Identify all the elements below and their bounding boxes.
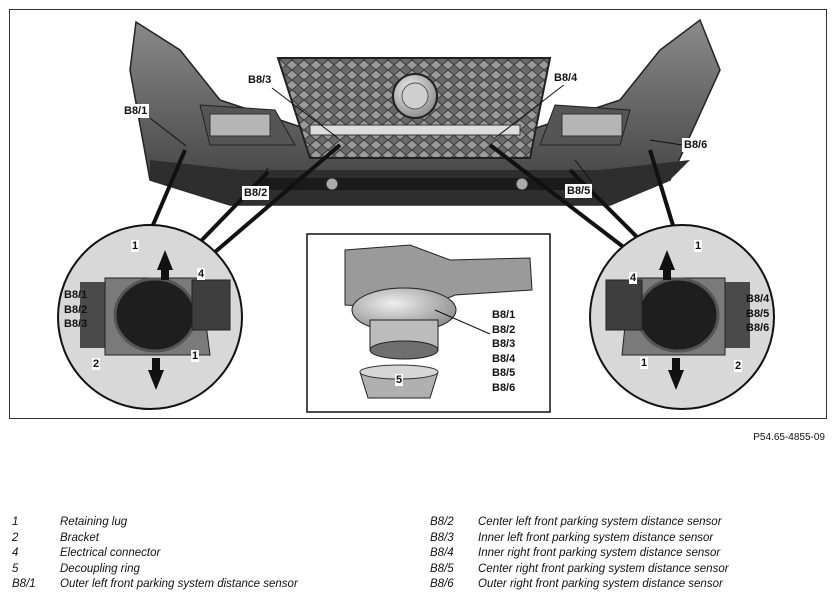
legend-code: 2: [12, 531, 19, 544]
center-detail-sensor: B8/1: [492, 309, 516, 321]
legend-row: B8/2 Center left front parking system di…: [430, 516, 830, 532]
diagram-figure: B8/1 B8/3 B8/4 B8/6 B8/2 B8/5 B8/1 B8/2 …: [9, 9, 827, 419]
legend-description: Center right front parking system distan…: [478, 562, 729, 575]
left-bracket-number: 2: [92, 358, 101, 370]
right-connector-number: 4: [629, 272, 638, 284]
right-sensor-detail: [589, 224, 775, 410]
center-detail-sensor-list: B8/1 B8/2 B8/3 B8/4 B8/5 B8/6: [492, 308, 515, 395]
legend-row: B8/6 Outer right front parking system di…: [430, 578, 830, 594]
legend-row: 4 Electrical connector: [12, 547, 412, 563]
legend-description: Bracket: [60, 531, 99, 544]
left-lug-top-number: 1: [131, 240, 140, 252]
detail-leader-lines: [148, 143, 677, 254]
legend-code: B8/4: [430, 547, 454, 560]
legend-code: B8/2: [430, 516, 454, 528]
bumper-illustration: [57, 18, 775, 413]
callout-pointers: [149, 83, 683, 183]
callout-b8-5: B8/5: [565, 184, 593, 198]
legend-code: B8/3: [430, 531, 454, 544]
left-detail-sensor: B8/1: [64, 289, 88, 301]
left-detail-sensor: B8/3: [64, 318, 88, 330]
legend-row: 5 Decoupling ring: [12, 563, 412, 579]
legend-description: Outer right front parking system distanc…: [478, 578, 723, 591]
center-detail-sensor: B8/3: [492, 338, 516, 350]
callout-b8-1: B8/1: [122, 104, 150, 118]
right-bracket-number: 2: [734, 360, 743, 372]
left-lug-bottom-number: 1: [191, 350, 200, 362]
legend-code: B8/6: [430, 578, 454, 591]
decoupling-ring-number: 5: [395, 374, 404, 386]
legend-row: 2 Bracket: [12, 532, 412, 548]
center-detail-sensor: B8/6: [492, 381, 516, 394]
legend-row: B8/1 Outer left front parking system dis…: [12, 578, 412, 594]
left-detail-sensor: B8/2: [64, 303, 88, 316]
legend-description: Electrical connector: [60, 547, 161, 560]
right-lug-top-number: 1: [694, 240, 703, 252]
legend-row: B8/5 Center right front parking system d…: [430, 563, 830, 579]
left-connector-number: 4: [197, 268, 206, 280]
legend-row: B8/4 Inner right front parking system di…: [430, 547, 830, 563]
legend-code: 5: [12, 562, 19, 575]
right-detail-sensor-list: B8/4 B8/5 B8/6: [746, 292, 769, 336]
legend-right: B8/2 Center left front parking system di…: [430, 516, 830, 594]
left-detail-sensor-list: B8/1 B8/2 B8/3: [64, 288, 87, 332]
right-lug-bottom-number: 1: [640, 357, 649, 369]
right-detail-sensor: B8/5: [746, 307, 770, 320]
legend-code: 1: [12, 516, 19, 528]
callout-b8-3: B8/3: [246, 73, 274, 87]
callout-b8-4: B8/4: [552, 71, 580, 85]
callout-b8-6: B8/6: [682, 138, 710, 152]
right-detail-sensor: B8/6: [746, 322, 770, 334]
legend-description: Inner right front parking system distanc…: [478, 547, 721, 560]
center-detail-sensor: B8/5: [492, 367, 516, 379]
callout-b8-2: B8/2: [242, 186, 270, 200]
figure-id: P54.65-4855-09: [753, 432, 825, 443]
legend-code: B8/1: [12, 578, 36, 591]
legend-description: Retaining lug: [60, 516, 128, 528]
center-detail-sensor: B8/2: [492, 323, 516, 336]
legend-description: Inner left front parking system distance…: [478, 531, 714, 544]
legend-row: 1 Retaining lug: [12, 516, 412, 532]
legend-left: 1 Retaining lug 2 Bracket 4 Electrical c…: [12, 516, 412, 594]
left-sensor-detail: [57, 224, 243, 410]
radiator-grille: [276, 57, 552, 159]
legend-description: Decoupling ring: [60, 562, 140, 575]
legend-code: 4: [12, 547, 19, 560]
legend-row: B8/3 Inner left front parking system dis…: [430, 532, 830, 548]
legend-code: B8/5: [430, 562, 454, 575]
right-detail-sensor: B8/4: [746, 293, 770, 305]
legend-description: Center left front parking system distanc…: [478, 516, 722, 528]
legend-description: Outer left front parking system distance…: [60, 578, 298, 591]
center-detail-sensor: B8/4: [492, 352, 516, 365]
